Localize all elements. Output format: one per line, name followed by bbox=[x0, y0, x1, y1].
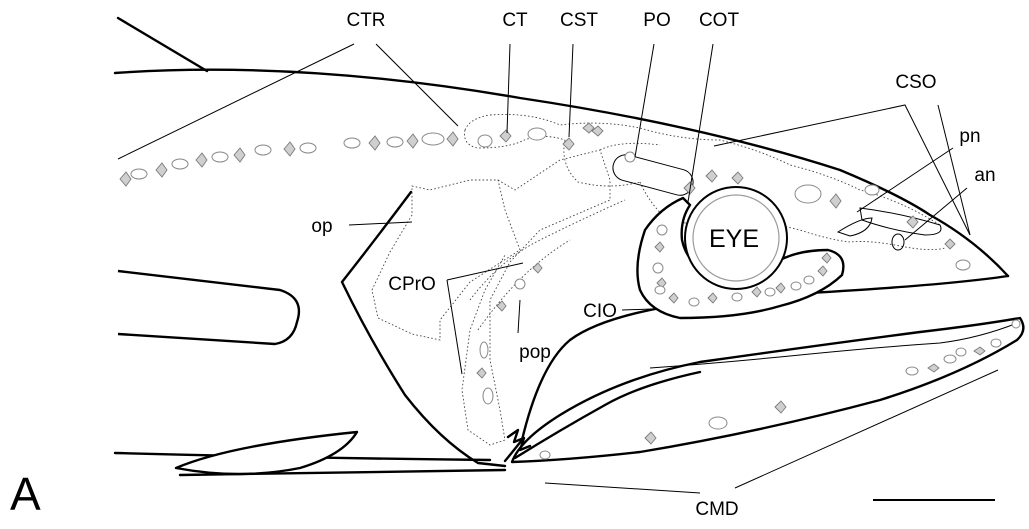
leader-lines bbox=[118, 44, 998, 493]
label-cio: CIO bbox=[583, 301, 617, 322]
label-po: PO bbox=[643, 10, 670, 31]
panel-letter: A bbox=[10, 468, 41, 520]
label-op: op bbox=[311, 216, 332, 237]
label-pop: pop bbox=[519, 342, 551, 363]
posterior-nostril bbox=[838, 218, 872, 236]
trunk-canal-pores bbox=[120, 123, 635, 186]
postorbital-bone bbox=[610, 152, 696, 198]
lower-jaw bbox=[512, 318, 1023, 462]
opercle-outline bbox=[342, 192, 505, 466]
label-pn: pn bbox=[959, 126, 980, 147]
body-outline bbox=[115, 18, 1008, 475]
label-cpro: CPrO bbox=[388, 274, 436, 295]
label-cmd: CMD bbox=[695, 499, 738, 520]
pectoral-fin bbox=[118, 271, 299, 344]
label-cst: CST bbox=[560, 10, 598, 31]
label-cso: CSO bbox=[895, 72, 936, 93]
label-an: an bbox=[974, 165, 995, 186]
pelvic-fin bbox=[176, 432, 357, 474]
preopercular-pores bbox=[477, 263, 542, 404]
label-eye: EYE bbox=[709, 225, 759, 253]
label-ct: CT bbox=[502, 10, 528, 31]
label-ctr: CTR bbox=[346, 10, 385, 31]
opercle-bone bbox=[372, 180, 520, 340]
anterior-nostril bbox=[892, 234, 904, 250]
label-cot: COT bbox=[699, 10, 740, 31]
